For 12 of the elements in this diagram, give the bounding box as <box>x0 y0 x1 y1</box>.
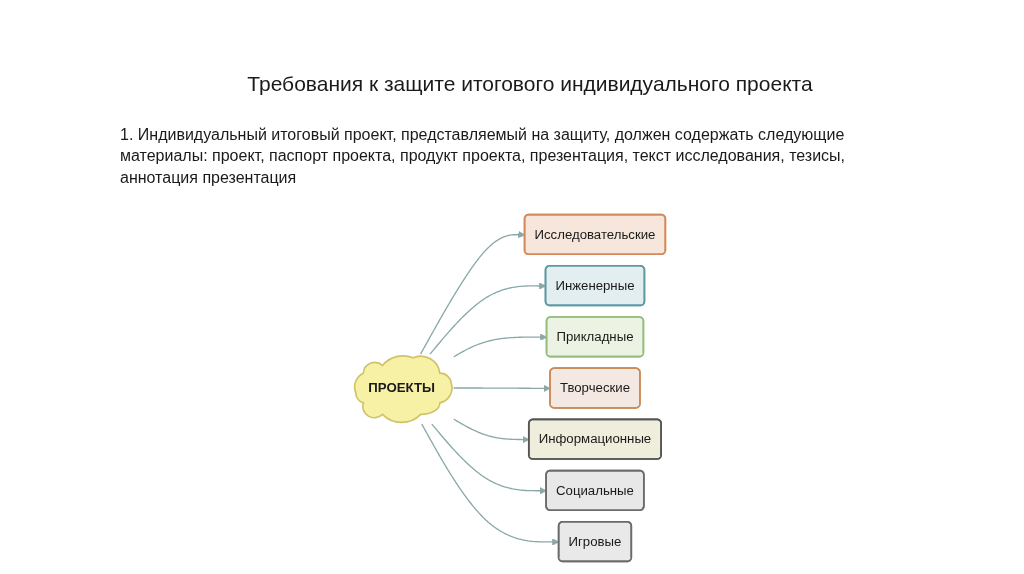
rounded-box: Социальные <box>545 469 645 512</box>
rounded-box: Инженерные <box>544 264 646 307</box>
rounded-box: Исследовательские <box>523 213 667 256</box>
arrow <box>452 384 551 392</box>
rounded-box: Игровые <box>557 520 633 563</box>
arrow <box>431 423 547 495</box>
rounded-box: Прикладные <box>545 316 645 358</box>
rounded-box: Творческие <box>549 367 641 409</box>
paragraph-text: 1. Индивидуальный итоговый проект, представляемый на защиту, должен содержать следующие материалы: проект, паспорт проекта, продукт проекта, презентация, текст исследования, тезисы, аннотация презентация <box>120 125 847 188</box>
title: Требования к защите итогового индивидуального проекта <box>246 72 814 96</box>
rounded-box: Информационные <box>527 418 662 460</box>
cloud-node: ПРОЕКТЫ <box>353 355 453 424</box>
